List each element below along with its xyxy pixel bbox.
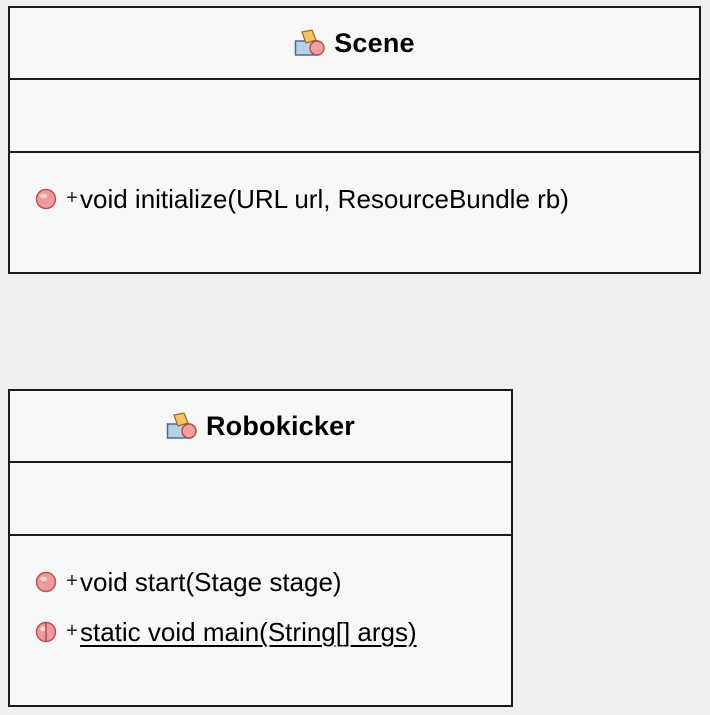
class-header: Robokicker xyxy=(10,391,511,463)
method-icon xyxy=(35,188,57,210)
operation-signature: void start(Stage stage) xyxy=(80,566,342,597)
class-header: Scene xyxy=(10,8,699,80)
visibility-marker: + xyxy=(66,186,78,209)
operation-row[interactable]: + static void main(String[] args) xyxy=(10,607,511,657)
static-method-icon xyxy=(35,621,57,643)
operation-compartment: + void initialize(URL url, ResourceBundl… xyxy=(10,153,699,224)
uml-class-scene[interactable]: Scene + void initialize(URL url, Resourc… xyxy=(8,6,701,274)
method-icon xyxy=(35,571,57,593)
operation-compartment: + void start(Stage stage) + static void … xyxy=(10,536,511,657)
class-name: Robokicker xyxy=(205,410,356,441)
operation-signature: void initialize(URL url, ResourceBundle … xyxy=(80,183,569,214)
class-icon xyxy=(294,29,325,56)
class-name: Scene xyxy=(334,27,415,58)
attribute-compartment xyxy=(10,80,699,153)
operation-row[interactable]: + void initialize(URL url, ResourceBundl… xyxy=(10,174,699,224)
uml-class-robokicker[interactable]: Robokicker + void start(Stage stage) + s… xyxy=(8,389,513,707)
visibility-marker: + xyxy=(66,569,78,592)
operation-signature-static: static void main(String[] args) xyxy=(80,616,417,647)
class-icon xyxy=(166,412,197,439)
operation-row[interactable]: + void start(Stage stage) xyxy=(10,557,511,607)
visibility-marker: + xyxy=(66,619,78,642)
attribute-compartment xyxy=(10,463,511,536)
